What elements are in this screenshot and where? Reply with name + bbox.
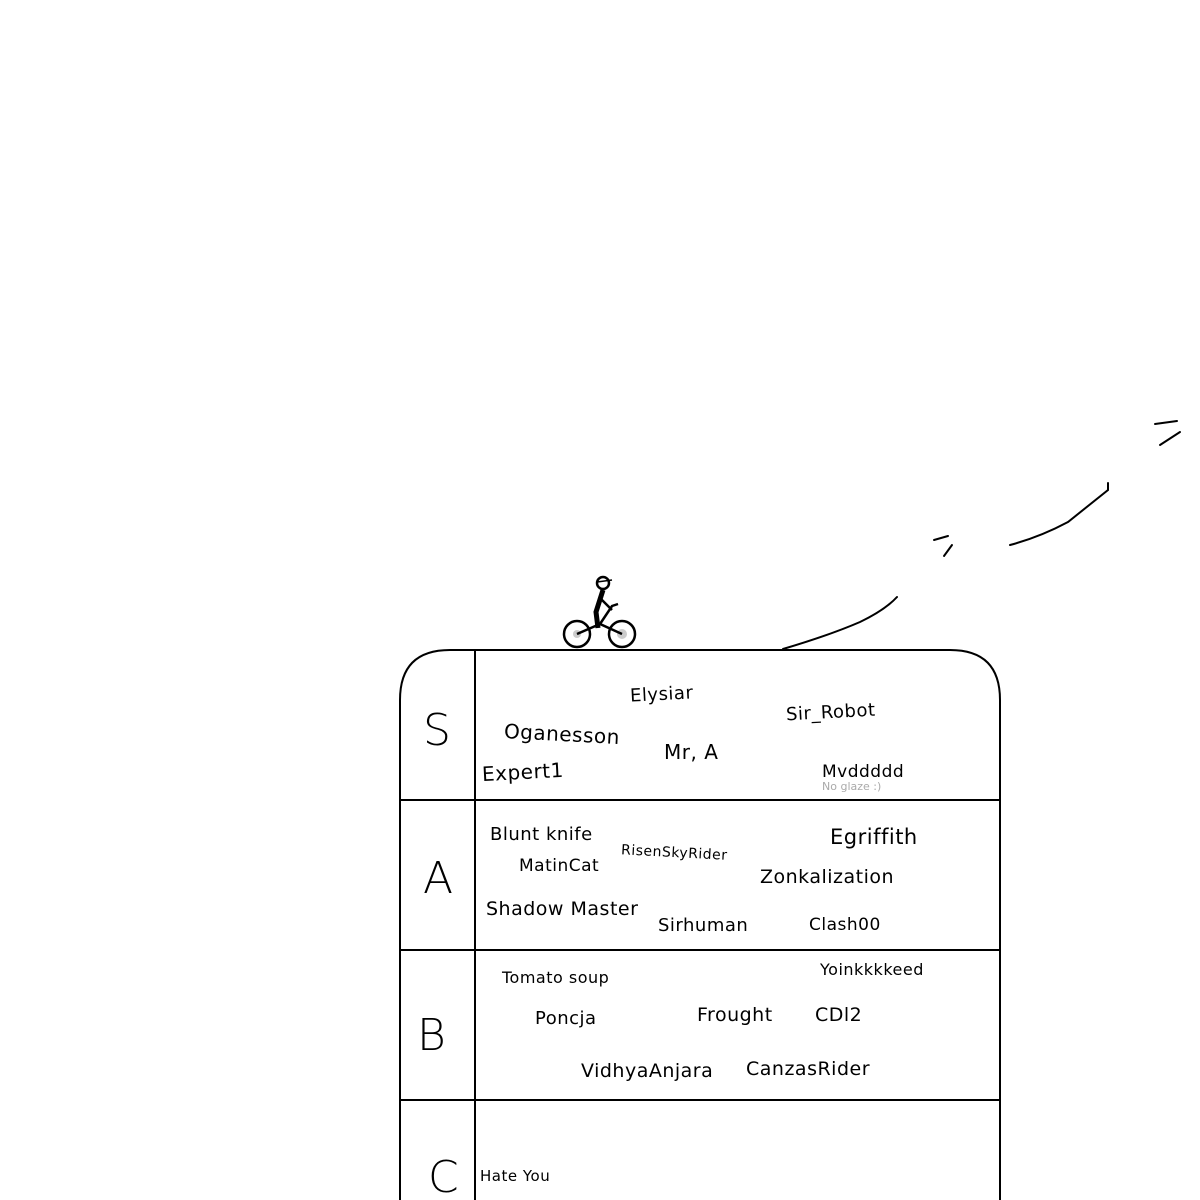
tier-entry: Elysiar (629, 682, 694, 707)
speed-mark (933, 535, 953, 557)
rear-wheel-icon (562, 619, 592, 649)
speed-mark (1154, 420, 1181, 446)
tier-entry: Shadow Master (486, 898, 639, 920)
ramp-line (782, 596, 898, 650)
tier-label-c: C (428, 1152, 459, 1200)
tier-entry: VidhyaAnjara (581, 1060, 714, 1082)
front-wheel-icon (607, 619, 637, 649)
tier-entry: Sirhuman (658, 915, 749, 936)
ramp-line (1009, 482, 1109, 546)
table-outline (399, 649, 1001, 1200)
tier-entry: Mr, A (664, 740, 719, 764)
tier-entry: MatinCat (519, 856, 600, 876)
tier-entry: Frought (697, 1004, 773, 1026)
tier-entry: Zonkalization (760, 866, 895, 888)
tier-entry: Yoinkkkkeed (820, 960, 924, 979)
rider-head-icon (595, 575, 611, 591)
tier-entry: Clash00 (809, 915, 881, 935)
tier-entry: Hate You (480, 1167, 551, 1185)
tier-entry-note: No glaze :) (822, 780, 882, 793)
tier-entry: Egriffith (830, 825, 918, 849)
bike-rider (562, 575, 637, 649)
tier-label-s: S (423, 705, 451, 756)
tier-entry: Blunt knife (490, 824, 593, 845)
tier-entry: Poncja (535, 1008, 597, 1029)
tier-entry: Mvddddd (822, 762, 905, 782)
tier-label-a: A (423, 853, 454, 904)
tier-entry: CanzasRider (746, 1058, 871, 1080)
tier-entry: Tomato soup (502, 968, 610, 987)
tier-entry: CDl2 (815, 1004, 863, 1026)
tier-entry: Expert1 (481, 757, 565, 787)
tier-label-b: B (417, 1010, 446, 1061)
